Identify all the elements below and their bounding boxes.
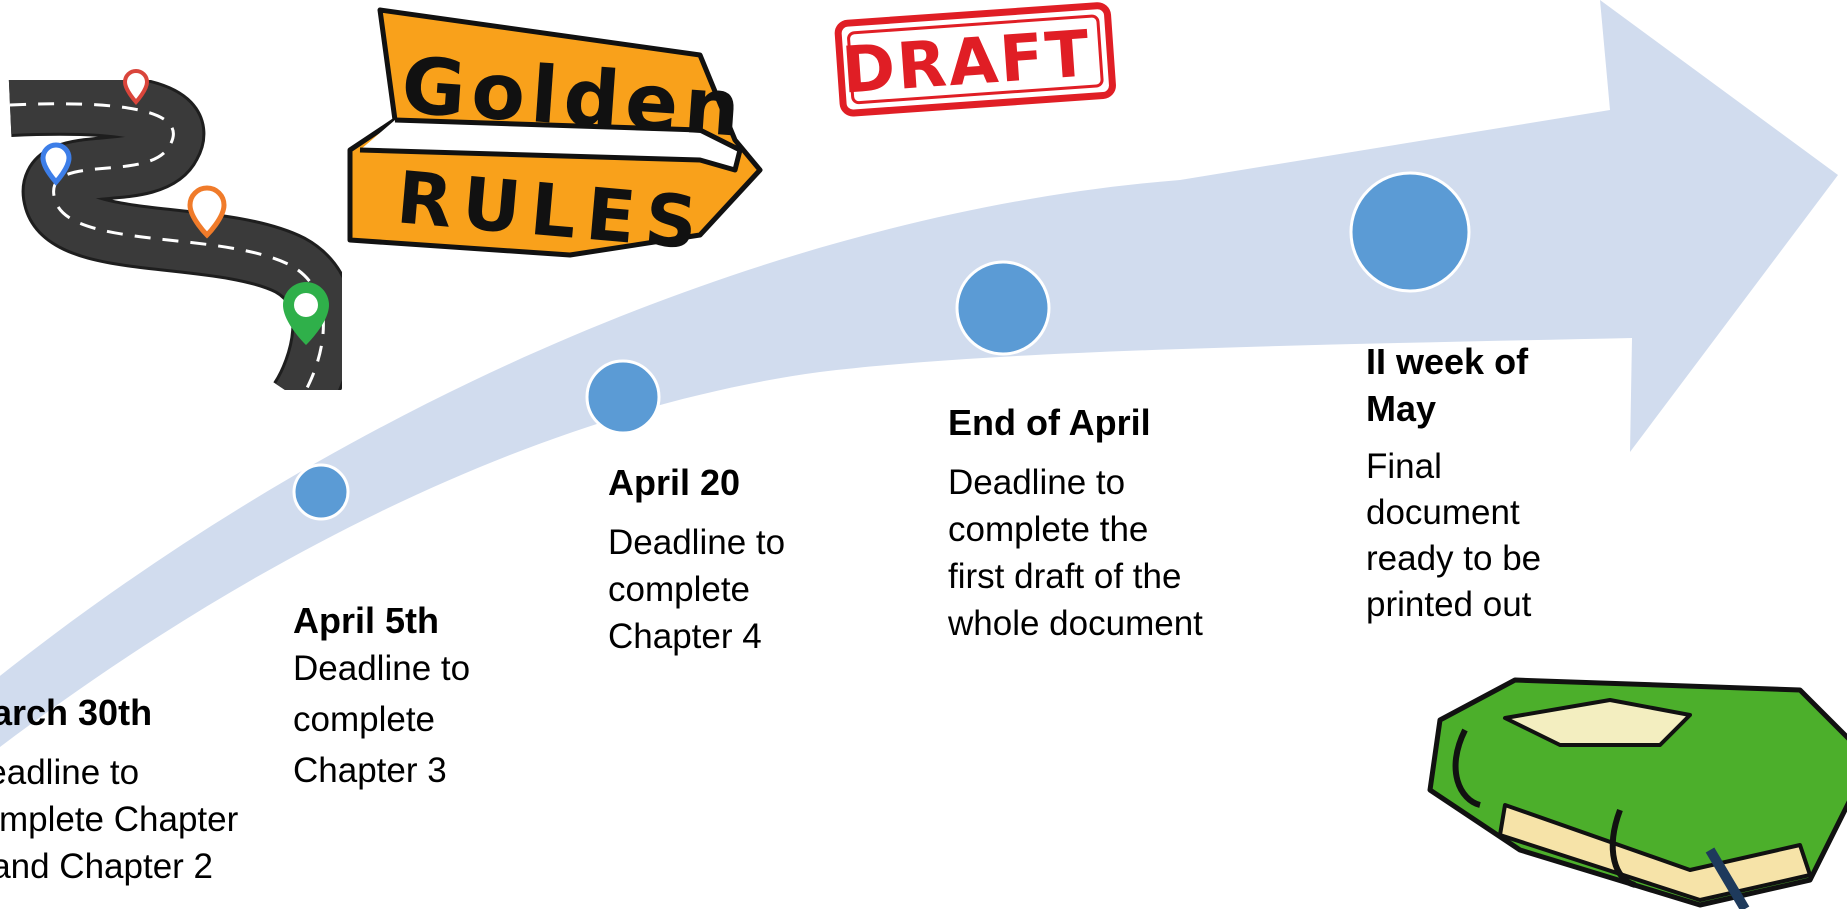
milestone-dot-5 [1349,171,1471,293]
milestone-description: Deadline to complete the first draft of … [948,463,1203,643]
milestone-1: March 30th Deadline to complete Chapter … [0,690,262,890]
milestone-date: II week of May [1366,341,1529,429]
red-map-pin-icon [122,69,150,105]
milestone-description: Deadline to complete Chapter 1 and Chapt… [0,753,239,886]
green-map-pin-icon [283,282,329,345]
milestone-description: Deadline to complete Chapter 4 [608,523,786,656]
milestone-dot-2 [292,463,350,521]
milestone-4: End of April Deadline to complete the fi… [948,400,1208,647]
milestone-date: End of April [948,402,1151,443]
stamp-text: DRAFT [840,17,1094,108]
milestone-description: Deadline to complete Chapter 3 [293,649,471,790]
milestone-2: April 5th Deadline to complete Chapter 3 [293,598,513,796]
milestone-date: March 30th [0,692,153,733]
milestone-3: April 20 Deadline to complete Chapter 4 [608,460,828,660]
milestone-dot-3 [585,359,661,435]
milestone-description: Final document ready to be printed out [1366,447,1542,624]
milestone-dot-4 [955,260,1051,356]
milestone-date: April 5th [293,600,440,641]
blue-map-pin-icon [40,142,72,186]
milestone-5: II week of May Final document ready to b… [1366,338,1586,628]
orange-map-pin-icon [187,185,227,239]
milestone-date: April 20 [608,462,741,503]
